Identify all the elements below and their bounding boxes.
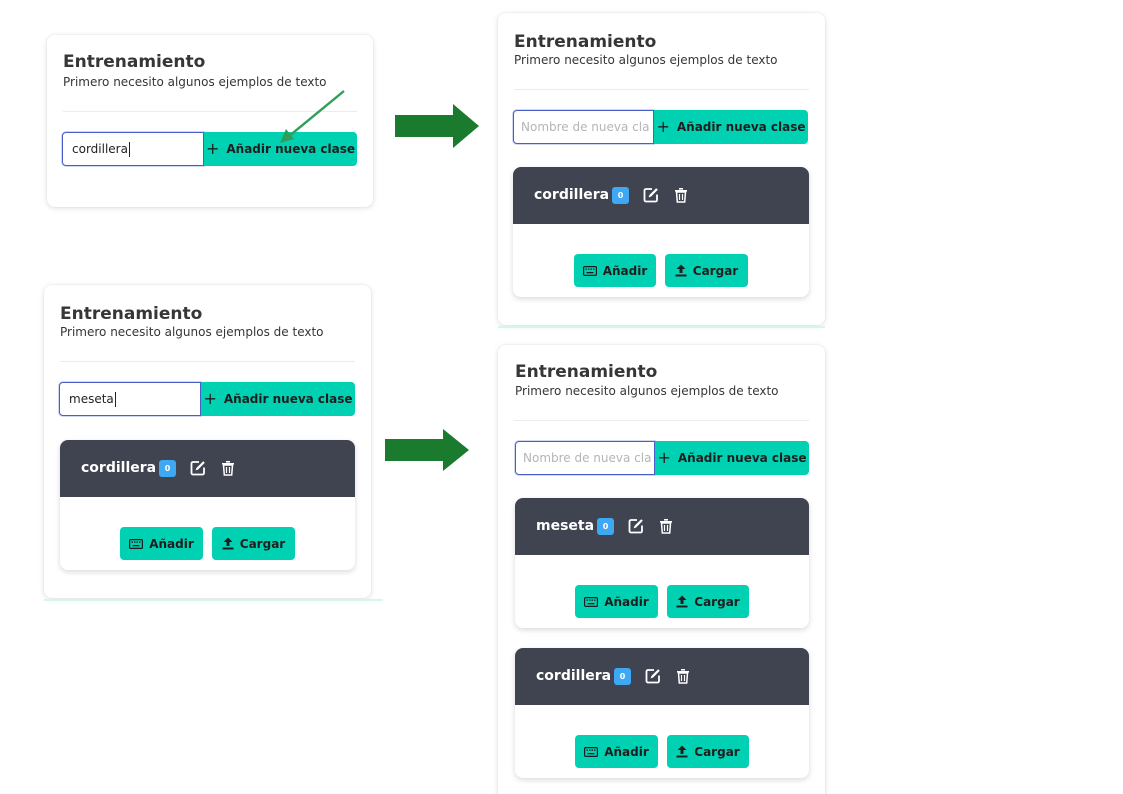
class-title: cordillera 0 bbox=[81, 459, 236, 477]
upload-label: Cargar bbox=[239, 536, 286, 551]
class-card: meseta 0 Añadir Cargar bbox=[515, 498, 809, 628]
class-name-input[interactable]: meseta bbox=[59, 382, 201, 416]
upload-button[interactable]: Cargar bbox=[667, 585, 749, 618]
page-title: Entrenamiento bbox=[515, 362, 658, 382]
add-class-button[interactable]: + Añadir nueva clase bbox=[204, 132, 357, 166]
text-caret bbox=[114, 392, 116, 407]
edit-icon[interactable] bbox=[628, 518, 644, 534]
add-class-button[interactable]: + Añadir nueva clase bbox=[655, 441, 809, 475]
trash-icon[interactable] bbox=[675, 668, 691, 684]
input-placeholder: Nombre de nueva cla bbox=[521, 120, 650, 134]
edit-icon[interactable] bbox=[645, 668, 661, 684]
input-value: cordillera bbox=[72, 142, 128, 156]
upload-label: Cargar bbox=[692, 263, 739, 278]
upload-icon bbox=[222, 537, 234, 550]
page-subtitle: Primero necesito algunos ejemplos de tex… bbox=[63, 75, 327, 89]
upload-icon bbox=[675, 264, 687, 277]
divider bbox=[63, 111, 357, 112]
add-examples-label: Añadir bbox=[604, 744, 649, 759]
trash-icon[interactable] bbox=[658, 518, 674, 534]
plus-icon: + bbox=[205, 139, 220, 158]
add-examples-button[interactable]: Añadir bbox=[575, 735, 658, 768]
input-value: meseta bbox=[69, 392, 114, 406]
add-examples-label: Añadir bbox=[604, 594, 649, 609]
add-examples-label: Añadir bbox=[149, 536, 194, 551]
example-count-badge: 0 bbox=[614, 667, 632, 685]
plus-icon: + bbox=[203, 389, 217, 408]
upload-button[interactable]: Cargar bbox=[667, 735, 749, 768]
class-card-header: cordillera 0 bbox=[515, 648, 809, 705]
page-subtitle: Primero necesito algunos ejemplos de tex… bbox=[60, 325, 324, 339]
class-title: cordillera 0 bbox=[534, 186, 689, 204]
trash-icon[interactable] bbox=[673, 187, 689, 203]
divider bbox=[60, 361, 355, 362]
training-panel-3: Entrenamiento Primero necesito algunos e… bbox=[44, 285, 383, 601]
training-panel-1: Entrenamiento Primero necesito algunos e… bbox=[47, 35, 373, 207]
panel-underline bbox=[498, 326, 825, 328]
example-count-badge: 0 bbox=[159, 459, 177, 477]
add-class-button[interactable]: + Añadir nueva clase bbox=[201, 382, 355, 416]
add-examples-button[interactable]: Añadir bbox=[575, 585, 658, 618]
training-panel-2: Entrenamiento Primero necesito algunos e… bbox=[498, 13, 825, 328]
right-arrow-icon bbox=[395, 104, 479, 148]
edit-icon[interactable] bbox=[643, 187, 659, 203]
keyboard-icon bbox=[584, 746, 599, 757]
page-title: Entrenamiento bbox=[514, 32, 657, 52]
add-class-label: Añadir nueva clase bbox=[677, 451, 807, 465]
upload-button[interactable]: Cargar bbox=[665, 254, 748, 287]
upload-button[interactable]: Cargar bbox=[212, 527, 295, 560]
panel-underline bbox=[44, 599, 383, 601]
add-class-button[interactable]: + Añadir nueva clase bbox=[654, 110, 808, 144]
plus-icon: + bbox=[657, 448, 671, 467]
class-name-input[interactable]: Nombre de nueva cla bbox=[515, 441, 655, 475]
page-subtitle: Primero necesito algunos ejemplos de tex… bbox=[514, 53, 778, 67]
class-title: meseta 0 bbox=[536, 517, 674, 535]
class-name-input[interactable]: cordillera bbox=[62, 132, 204, 166]
keyboard-icon bbox=[129, 538, 144, 549]
right-arrow-icon bbox=[385, 429, 469, 471]
upload-label: Cargar bbox=[694, 594, 740, 609]
class-card: cordillera 0 Añadir Cargar bbox=[60, 440, 355, 570]
class-card: cordillera 0 Añadir Cargar bbox=[515, 648, 809, 778]
keyboard-icon bbox=[582, 265, 597, 276]
input-placeholder: Nombre de nueva cla bbox=[523, 451, 652, 465]
keyboard-icon bbox=[584, 596, 599, 607]
class-name: meseta bbox=[536, 518, 595, 534]
class-card-header: meseta 0 bbox=[515, 498, 809, 555]
pointer-arrow-icon bbox=[280, 90, 345, 143]
upload-label: Cargar bbox=[694, 744, 740, 759]
class-name: cordillera bbox=[81, 460, 157, 476]
page-subtitle: Primero necesito algunos ejemplos de tex… bbox=[515, 384, 779, 398]
edit-icon[interactable] bbox=[190, 460, 206, 476]
upload-icon bbox=[676, 745, 688, 758]
add-class-label: Añadir nueva clase bbox=[676, 120, 806, 134]
divider bbox=[514, 420, 809, 421]
class-card: cordillera 0 Añadir Cargar bbox=[513, 167, 809, 297]
upload-icon bbox=[676, 595, 688, 608]
add-class-label: Añadir nueva clase bbox=[223, 392, 353, 406]
class-name: cordillera bbox=[536, 668, 612, 684]
plus-icon: + bbox=[656, 117, 670, 136]
add-examples-button[interactable]: Añadir bbox=[120, 527, 203, 560]
class-name-input[interactable]: Nombre de nueva cla bbox=[513, 110, 654, 144]
class-card-header: cordillera 0 bbox=[513, 167, 809, 224]
trash-icon[interactable] bbox=[220, 460, 236, 476]
training-panel-4: Entrenamiento Primero necesito algunos e… bbox=[498, 345, 825, 794]
text-caret bbox=[128, 142, 130, 157]
add-examples-label: Añadir bbox=[602, 263, 648, 278]
divider bbox=[514, 89, 809, 90]
class-card-header: cordillera 0 bbox=[60, 440, 355, 497]
page-title: Entrenamiento bbox=[60, 304, 203, 324]
page-title: Entrenamiento bbox=[63, 52, 206, 72]
add-examples-button[interactable]: Añadir bbox=[574, 254, 656, 287]
example-count-badge: 0 bbox=[597, 517, 615, 535]
class-title: cordillera 0 bbox=[536, 667, 691, 685]
class-name: cordillera bbox=[534, 187, 610, 203]
add-class-label: Añadir nueva clase bbox=[226, 142, 356, 156]
example-count-badge: 0 bbox=[612, 186, 630, 204]
